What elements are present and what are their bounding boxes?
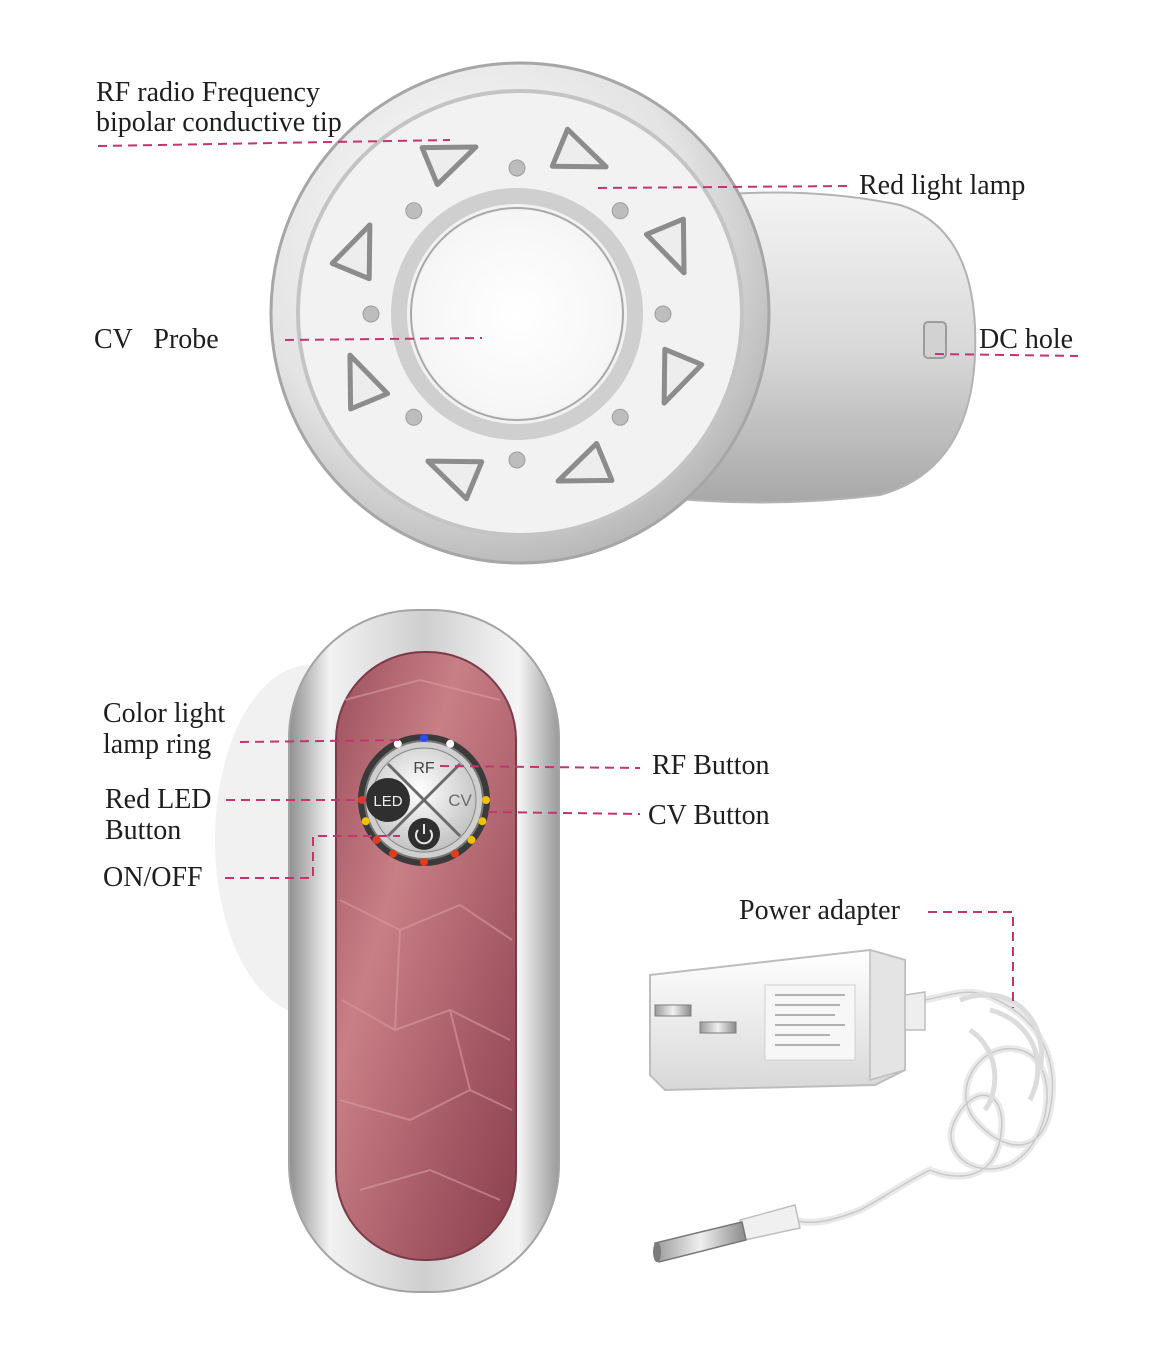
- cord-loops: [959, 992, 1044, 1112]
- rose-facets: [339, 678, 513, 1201]
- dc-hole-label: DC hole: [979, 324, 1074, 355]
- color-light-label-line2: lamp ring: [103, 729, 212, 760]
- cv-probe: [410, 207, 624, 421]
- rf-tip: [419, 144, 479, 188]
- cv-button[interactable]: [442, 786, 480, 814]
- ring-led: [467, 835, 476, 844]
- red-light-lamps: [362, 159, 672, 469]
- ring-led: [372, 835, 381, 844]
- on-off-label: ON/OFF: [103, 862, 203, 893]
- rf-button[interactable]: [404, 756, 444, 782]
- color-light-label-line1: Color light: [103, 698, 226, 729]
- ring-led: [420, 858, 428, 866]
- rf-tip-label-line2: bipolar conductive tip: [96, 107, 342, 138]
- ring-led: [451, 849, 459, 858]
- rf-tip: [643, 216, 687, 276]
- ring-led: [393, 739, 402, 748]
- red-light-lamp: [508, 451, 526, 469]
- leader-lines: [97, 139, 1079, 1008]
- led-button[interactable]: [366, 778, 410, 822]
- led-button-label: LED: [373, 793, 402, 810]
- red-light-lamp: [405, 202, 423, 220]
- cv-button-label: CV: [448, 791, 472, 810]
- rf-tip: [425, 458, 485, 502]
- rf-tip: [347, 352, 391, 412]
- dc-hole: [923, 321, 947, 359]
- ring-led: [361, 817, 370, 826]
- cv-probe-ring: [391, 188, 643, 440]
- dc-plug-barrel: [654, 1221, 747, 1263]
- control-panel: LED RF CV: [358, 734, 490, 866]
- red-light-lamp: [654, 305, 672, 323]
- ring-led: [482, 796, 490, 804]
- red-light-lamp: [611, 408, 629, 426]
- plug-prong-left: [654, 1004, 692, 1017]
- top-device: [269, 61, 977, 565]
- plug-prong-right: [699, 1021, 737, 1034]
- red-light-lamp: [362, 305, 380, 323]
- rf-button-label: RF: [413, 760, 435, 777]
- rf-tip: [555, 440, 615, 484]
- red-light-lamp: [405, 408, 423, 426]
- ring-led: [446, 739, 455, 748]
- rf-tip: [329, 222, 373, 282]
- rf-button-callout: RF Button: [652, 750, 770, 781]
- rf-tip: [661, 346, 705, 406]
- red-light-lamp-label: Red light lamp: [859, 170, 1026, 201]
- rf-tip: [549, 126, 609, 170]
- adapter-label-area: [764, 984, 856, 1061]
- dc-plug-sleeve: [739, 1204, 801, 1241]
- power-adapter-label: Power adapter: [739, 895, 900, 926]
- rf-conductive-tips: [329, 126, 705, 502]
- ring-led: [420, 734, 428, 742]
- red-light-lamp: [508, 159, 526, 177]
- ring-led: [478, 817, 487, 826]
- power-adapter: [649, 948, 1056, 1263]
- rf-tip-label-line1: RF radio Frequency: [96, 77, 320, 108]
- ring-led: [389, 849, 397, 858]
- lamp-ring-leds: [358, 734, 490, 866]
- cv-probe-label: CV Probe: [94, 324, 219, 355]
- red-led-label-line1: Red LED: [105, 784, 212, 815]
- adapter-strain-relief: [904, 991, 926, 1031]
- power-icon[interactable]: [408, 818, 440, 850]
- red-light-lamp: [611, 202, 629, 220]
- red-led-label-line2: Button: [105, 815, 182, 846]
- handheld-device: LED RF CV: [215, 609, 560, 1293]
- cv-button-callout: CV Button: [648, 800, 770, 831]
